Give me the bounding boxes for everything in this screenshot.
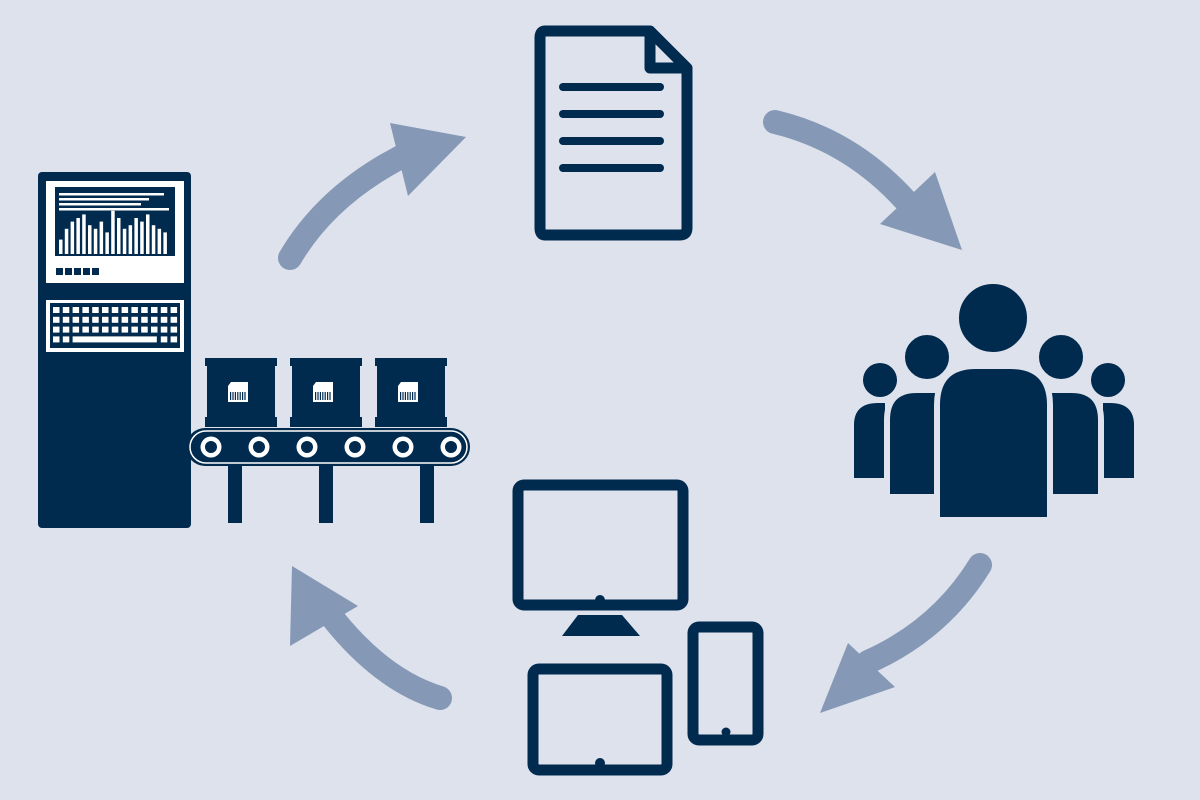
package-box-icon [205,358,277,427]
keyboard-key [82,316,89,323]
chart-bar [134,218,138,254]
keyboard-key [151,307,158,313]
chart-bar [128,225,133,254]
phone-icon [687,621,764,746]
chart-bar [151,225,156,254]
keyboard-key [62,336,70,343]
chart-bar [64,228,69,254]
arrow-document-to-people [763,110,962,250]
keyboard-key [141,307,148,313]
people-group-icon [854,278,1134,523]
conveyor-icon [186,358,470,523]
keyboard-key [151,316,158,323]
keyboard-key [92,307,99,313]
keyboard-key [92,316,99,323]
keyboard-key [121,326,129,333]
keyboard-key [62,316,70,323]
keyboard-key [131,307,138,313]
production-machine-icon [38,172,191,528]
keyboard-key [82,326,89,333]
keyboard-key [111,307,119,313]
chart-bar [59,239,63,254]
desktop-monitor-icon [512,479,689,636]
keyboard-key [111,316,119,323]
chart-bar [70,221,75,254]
keyboard-key [160,336,168,343]
package-box-icon [375,358,447,427]
keyboard-key [102,316,109,323]
screen-text-lines-icon [59,193,169,211]
keyboard-key [53,336,60,343]
keyboard-key [72,326,80,333]
keyboard-key [53,326,60,333]
chart-bar [99,221,104,254]
chart-bar [163,232,167,254]
chart-bar [82,214,86,254]
keyboard-key [170,336,178,343]
chart-bar [146,214,150,254]
keyboard-key [131,326,138,333]
keyboard-key [131,316,138,323]
keyboard-key [102,326,109,333]
arrow-machine-to-document [278,123,466,270]
chart-bar [93,228,98,254]
arrow-devices-to-machine [290,566,452,710]
keyboard-key [160,326,168,333]
keyboard-key [160,316,168,323]
keyboard-key [62,326,70,333]
keyboard-key [170,316,178,323]
keyboard-key [53,307,60,313]
keyboard-icon [53,307,178,343]
keyboard-key [141,326,148,333]
devices-icon [512,479,764,776]
keyboard-key [160,307,168,313]
screen-buttons-icon [56,268,99,275]
chart-bar [76,218,80,254]
chart-bar [111,210,115,254]
keyboard-key [82,307,89,313]
tablet-icon [527,663,673,776]
keyboard-key [121,307,129,313]
document-icon [534,25,693,241]
keyboard-key [53,316,60,323]
keyboard-key [102,307,109,313]
chart-bar [122,228,127,254]
chart-bar [157,228,162,254]
screen-chart-icon [59,210,167,254]
chart-bar [105,232,109,254]
package-box-icon [290,358,362,427]
chart-bar [140,221,144,254]
keyboard-key [141,316,148,323]
chart-bar [117,218,121,254]
chart-bar [88,225,92,254]
keyboard-key [111,326,119,333]
keyboard-key [72,316,80,323]
keyboard-key [151,326,158,333]
keyboard-key [121,316,129,323]
keyboard-key [92,326,99,333]
arrow-people-to-devices [820,553,992,713]
keyboard-key [72,307,80,313]
keyboard-key [62,307,70,313]
keyboard-key [170,326,178,333]
keyboard-spacebar [72,336,157,343]
keyboard-key [170,307,178,313]
